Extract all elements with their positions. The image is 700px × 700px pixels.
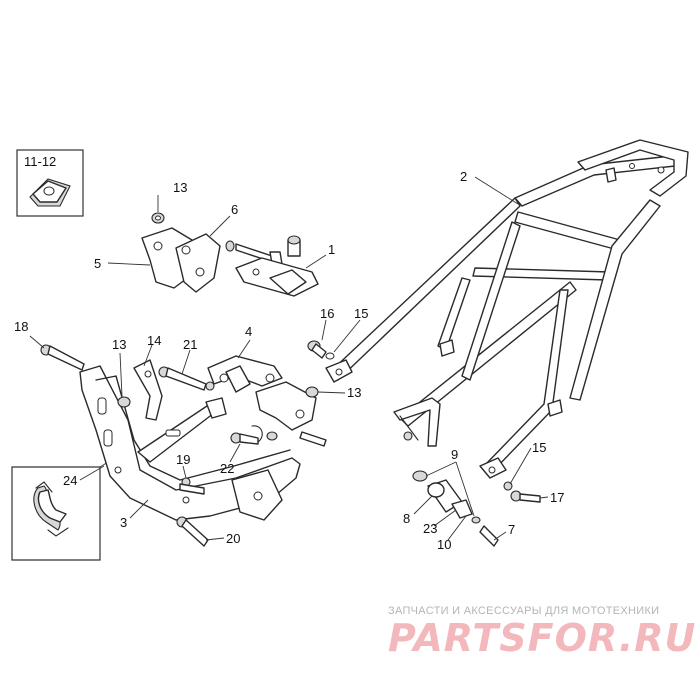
watermark-logo: PARTSFOR.RU: [388, 616, 697, 660]
callout-18: 18: [14, 319, 28, 334]
callout-14: 14: [147, 333, 161, 348]
nut-13-right: [305, 386, 319, 398]
callout-15-left: 15: [354, 306, 368, 321]
bracket-14: [133, 359, 163, 421]
callout-2: 2: [460, 169, 467, 184]
callout-13-mid: 13: [112, 337, 126, 352]
callout-13-right: 13: [347, 385, 361, 400]
callout-17: 17: [550, 490, 564, 505]
front-frame-section: [79, 365, 301, 521]
callout-10: 10: [437, 537, 451, 552]
bolt-16: [307, 340, 335, 360]
callout-24: 24: [63, 473, 77, 488]
nut-13-top: [151, 212, 165, 224]
callout-13-top: 13: [173, 180, 187, 195]
callout-15-right: 15: [532, 440, 546, 455]
callout-4: 4: [245, 324, 252, 339]
bolt-21: [158, 366, 215, 391]
side-plate-bracket: [141, 227, 221, 293]
callout-6: 6: [231, 202, 238, 217]
leader-lines: [29, 176, 549, 541]
mounting-plate: [235, 235, 319, 297]
bolt-19: [179, 477, 205, 495]
callout-7: 7: [508, 522, 515, 537]
callout-20: 20: [226, 531, 240, 546]
nut-13-mid: [117, 396, 131, 408]
callout-11-12: 11-12: [24, 154, 56, 169]
callout-labels: 2 1 6 13 5 18 13 14 21 4 16 15 13 24 3 1…: [14, 169, 564, 552]
callout-22: 22: [220, 461, 234, 476]
callout-1: 1: [328, 242, 335, 257]
callout-19: 19: [176, 452, 190, 467]
callout-3: 3: [120, 515, 127, 530]
callout-9: 9: [451, 447, 458, 462]
callout-8: 8: [403, 511, 410, 526]
bolt-20: [176, 516, 209, 547]
watermark-tagline: ЗАПЧАСТИ И АКСЕССУАРЫ ДЛЯ МОТОТЕХНИКИ: [388, 605, 660, 617]
bolt-17: [503, 481, 541, 503]
inset-clip-nut: 11-12: [16, 149, 84, 217]
callout-23: 23: [423, 521, 437, 536]
inset-clamp: [11, 461, 109, 561]
rear-subframe: [325, 139, 689, 479]
callout-21: 21: [183, 337, 197, 352]
bolt-18: [40, 344, 85, 371]
bolt-22: [230, 425, 327, 447]
bush-assembly: [399, 415, 499, 547]
engine-bracket: [207, 355, 317, 431]
callout-5: 5: [94, 256, 101, 271]
callout-16: 16: [320, 306, 334, 321]
